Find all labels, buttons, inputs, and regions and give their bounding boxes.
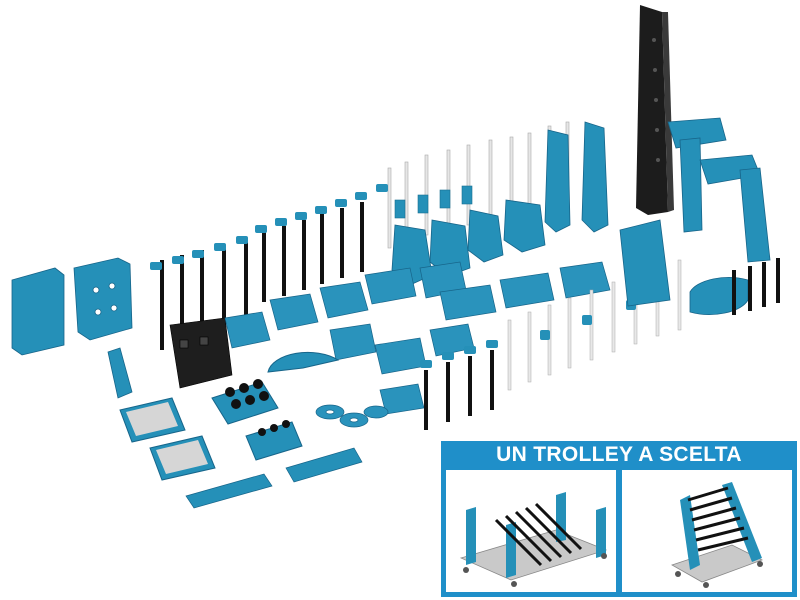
washers [315,404,389,428]
screw-clamps-center [420,259,682,430]
black-fixture-block [169,317,233,389]
trolley-offer-title: UN TROLLEY A SCELTA [496,443,742,466]
angle-brackets [391,121,609,286]
long-bars-bottom [185,447,363,509]
trolley-option-vertical-rack[interactable] [622,470,792,592]
square-column-dark [636,5,674,215]
protractor [267,351,340,373]
slotted-bars [224,261,611,415]
trolley-option-horizontal-rack[interactable] [446,470,616,592]
perforated-plates [119,397,216,481]
bolt-tray [211,379,303,461]
right-clamps [732,258,780,315]
trolley-offer-box: UN TROLLEY A SCELTA [441,441,797,597]
screw-clamps-left [150,184,388,350]
side-plates-left [11,257,133,399]
